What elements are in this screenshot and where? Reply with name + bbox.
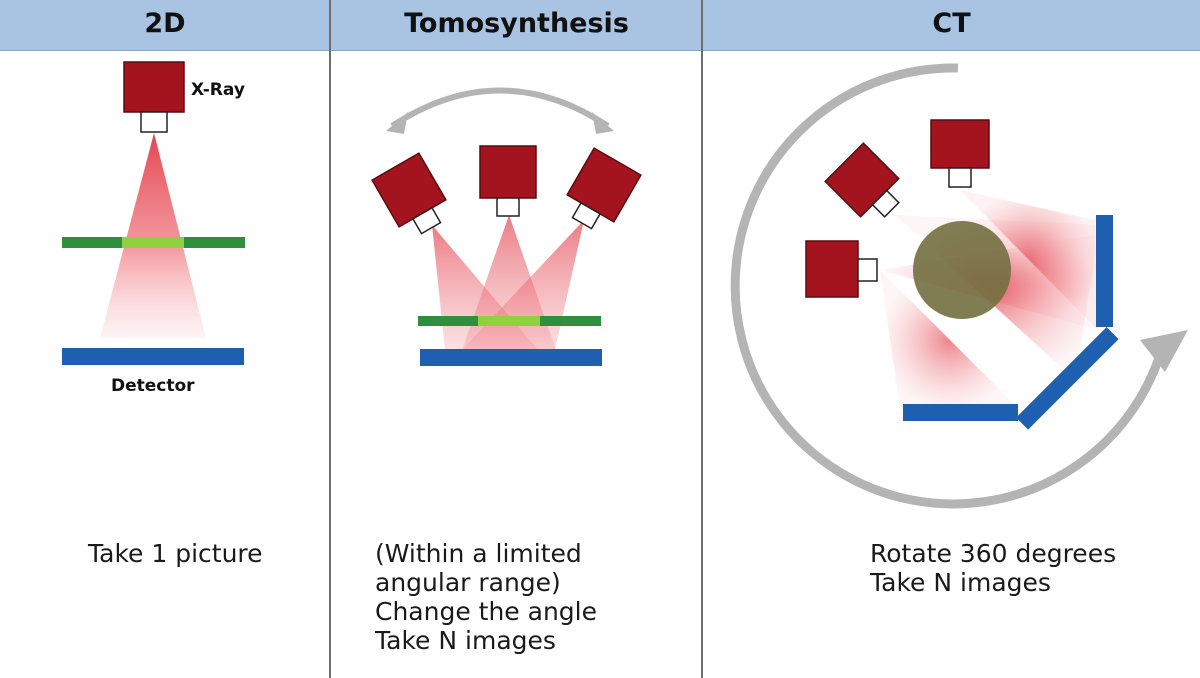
detector-bar — [1016, 327, 1119, 430]
caption-line: angular range) — [375, 568, 561, 597]
caption-line: Rotate 360 degrees — [870, 539, 1117, 568]
xray-source — [805, 240, 878, 298]
scanned-object-beam-overlay — [913, 221, 1011, 319]
detector-bar — [420, 349, 602, 366]
caption-line: (Within a limited — [375, 539, 582, 568]
scanned-object — [913, 221, 1011, 319]
xray-source — [824, 142, 900, 218]
caption-2d: Take 1 picture — [88, 539, 263, 568]
column-divider — [701, 0, 703, 678]
caption-line: Take N images — [870, 568, 1051, 597]
caption-ct: Rotate 360 degrees Take N images — [870, 539, 1116, 597]
panel-ct — [730, 63, 1188, 509]
column-divider — [329, 0, 331, 678]
caption-tomosynthesis: (Within a limited angular range) Change … — [375, 539, 597, 655]
caption-line: Take 1 picture — [88, 539, 263, 568]
detector-bar — [62, 348, 244, 365]
arrow-head-right — [592, 112, 614, 134]
arrow-head-left — [386, 112, 408, 134]
object-layer-highlight — [122, 237, 184, 248]
panel-2d: X-Ray Detector — [62, 61, 245, 396]
header-bar: 2D Tomosynthesis CT — [0, 0, 1200, 51]
caption-line: Take N images — [375, 626, 556, 655]
xray-source — [479, 145, 537, 217]
xray-source — [123, 61, 185, 133]
xray-beam — [100, 133, 206, 338]
xray-label: X-Ray — [191, 80, 245, 100]
column-title-ct: CT — [932, 8, 971, 39]
detector-bar — [1096, 215, 1113, 327]
rotation-arrow — [730, 63, 1168, 509]
angle-range-arrow — [390, 87, 610, 129]
xray-source — [371, 152, 447, 235]
xray-beam — [880, 270, 1020, 410]
xray-source — [930, 119, 990, 188]
column-title-2d: 2D — [144, 8, 186, 39]
detector-label: Detector — [111, 376, 195, 396]
rotation-arrow-head — [1140, 330, 1188, 372]
panel-tomosynthesis — [371, 87, 642, 366]
object-layer-highlight — [478, 316, 540, 326]
xray-source — [566, 147, 642, 230]
detector-bar — [903, 404, 1018, 421]
caption-line: Change the angle — [375, 597, 597, 626]
column-title-tomosynthesis: Tomosynthesis — [404, 8, 629, 39]
